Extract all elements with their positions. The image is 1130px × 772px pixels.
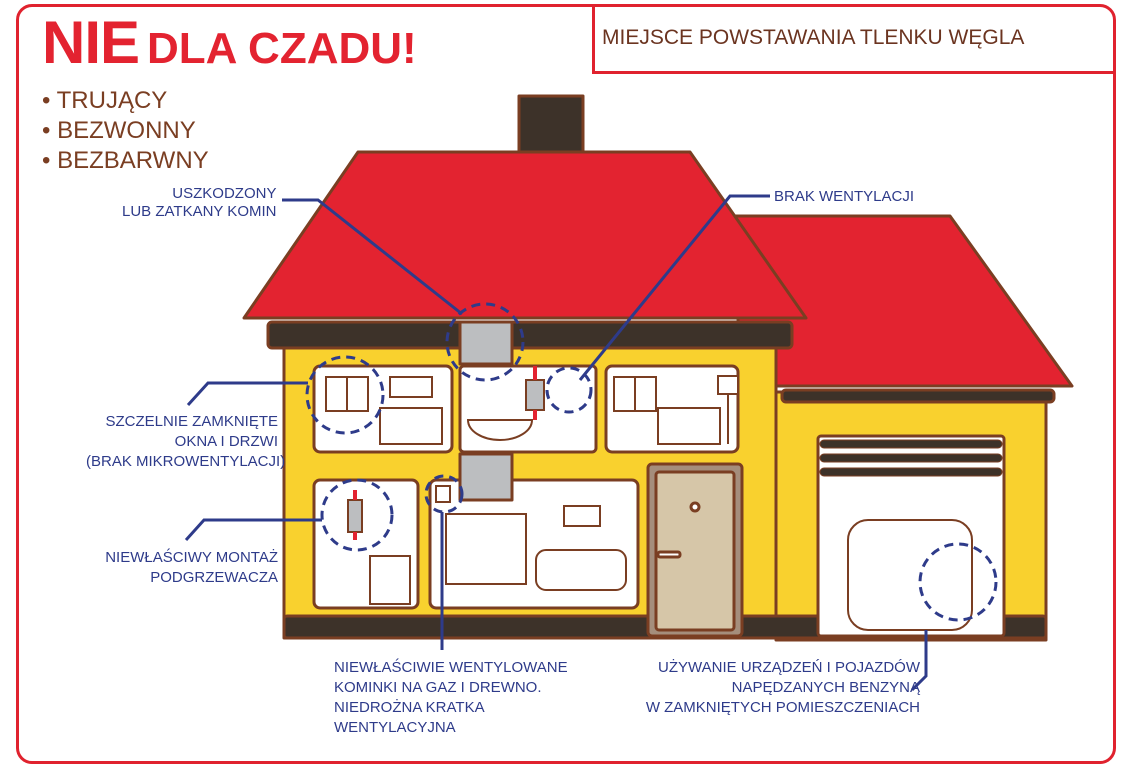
label-heater: NIEWŁAŚCIWY MONTAŻ PODGRZEWACZA bbox=[105, 549, 278, 586]
property-list: TRUJĄCY BEZWONNY BEZBARWNY bbox=[42, 86, 209, 176]
title-part1: NIE bbox=[42, 9, 140, 76]
flue-upper bbox=[458, 320, 514, 366]
label-fireplace: NIEWŁAŚCIWIE WENTYLOWANE KOMINKI NA GAZ … bbox=[334, 659, 568, 736]
callout-circle-chimney bbox=[445, 302, 525, 382]
callout-circle-vent bbox=[545, 366, 593, 414]
eave bbox=[266, 320, 794, 350]
label-chimney: USZKODZONY LUB ZATKANY KOMIN bbox=[122, 185, 277, 220]
front-door bbox=[654, 470, 736, 632]
label-windows: SZCZELNIE ZAMKNIĘTE OKNA I DRZWI (BRAK M… bbox=[86, 413, 286, 470]
property-item: BEZWONNY bbox=[42, 116, 209, 146]
label-ventilation: BRAK WENTYLACJI bbox=[774, 188, 915, 205]
callout-circle-car bbox=[918, 542, 998, 622]
callout-circle-grate bbox=[424, 474, 464, 514]
main-roof bbox=[242, 150, 808, 320]
property-item: TRUJĄCY bbox=[42, 86, 209, 116]
label-vehicles: UŻYWANIE URZĄDZEŃ I POJAZDÓW NAPĘDZANYCH… bbox=[645, 659, 920, 716]
property-item: BEZBARWNY bbox=[42, 146, 209, 176]
poster-frame bbox=[16, 4, 1116, 764]
flue-lower bbox=[458, 452, 514, 502]
title-part2: DLA CZADU! bbox=[147, 24, 417, 73]
callout-circle-heater bbox=[320, 478, 394, 552]
callout-circle-window bbox=[305, 355, 385, 435]
header-box bbox=[592, 4, 1116, 74]
header-title: MIEJSCE POWSTAWANIA TLENKU WĘGLA bbox=[602, 26, 1025, 49]
